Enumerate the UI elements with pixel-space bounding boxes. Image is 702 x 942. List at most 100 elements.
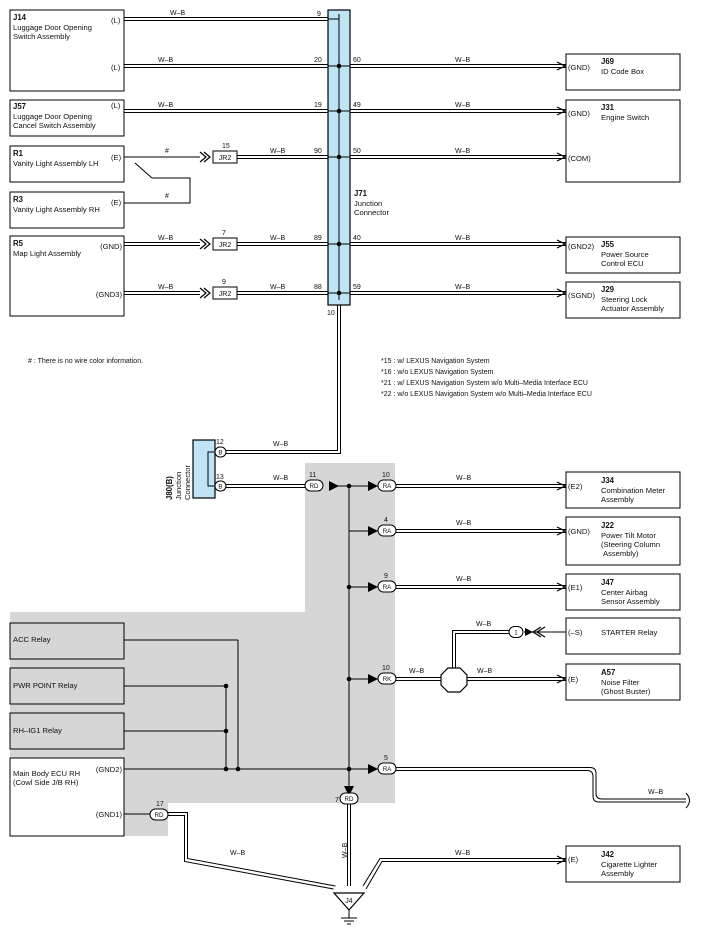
noise-filter-octagon: [440, 667, 468, 693]
j42-component: J42 Cigarette Lighter Assembly (E): [565, 845, 681, 883]
svg-text:RA: RA: [383, 766, 392, 773]
svg-text:Actuator Assembly: Actuator Assembly: [601, 304, 664, 313]
svg-text:R1: R1: [13, 149, 24, 158]
svg-text:Assembly): Assembly): [603, 549, 639, 558]
j22-component: J22 Power Tilt Motor (Steering Column As…: [565, 516, 681, 566]
svg-text:7: 7: [335, 797, 339, 804]
svg-text:J57: J57: [13, 102, 26, 111]
svg-text:Main Body ECU RH: Main Body ECU RH: [13, 769, 80, 778]
svg-text:40: 40: [353, 235, 361, 242]
svg-text:*22 : w/o LEXUS Navigation Sys: *22 : w/o LEXUS Navigation System w/o Mu…: [381, 391, 592, 398]
svg-text:RA: RA: [383, 483, 392, 490]
starter-relay: STARTER Relay (–S): [565, 617, 681, 655]
j80-connector: B B 12 13 J80(B) Junction Connector: [165, 439, 227, 500]
svg-text:W–B: W–B: [273, 441, 289, 448]
svg-text:W–B: W–B: [456, 576, 472, 583]
svg-text:(GND3): (GND3): [96, 290, 123, 299]
lower-wire-labels: W–B W–B W–B W–B W–B W–B W–B W–B W–B W–B: [230, 475, 664, 858]
r1-component: R1 Vanity Light Assembly LH (E): [9, 145, 125, 183]
svg-text:Junction: Junction: [354, 199, 382, 208]
svg-text:W–B: W–B: [158, 57, 174, 64]
svg-text:Assembly: Assembly: [601, 495, 634, 504]
svg-text:9: 9: [384, 573, 388, 580]
svg-text:89: 89: [314, 235, 322, 242]
svg-text:Sensor Assembly: Sensor Assembly: [601, 597, 660, 606]
j29-component: J29 Steering Lock Actuator Assembly (SGN…: [565, 281, 681, 319]
jr2-connector-1: JR2: [199, 150, 238, 164]
svg-text:W–B: W–B: [455, 284, 471, 291]
svg-text:(E): (E): [568, 675, 579, 684]
j47-component: J47 Center Airbag Sensor Assembly (E1): [565, 573, 681, 611]
svg-text:(–S): (–S): [568, 628, 583, 637]
notes-list: *15 : w/ LEXUS Navigation System *16 : w…: [381, 358, 592, 398]
r5-component: R5 Map Light Assembly (GND) (GND3): [9, 235, 125, 317]
svg-text:RD: RD: [345, 796, 354, 803]
svg-text:PWR POINT Relay: PWR POINT Relay: [13, 681, 78, 690]
svg-text:(E1): (E1): [568, 583, 583, 592]
svg-text:R5: R5: [13, 239, 24, 248]
svg-text:RK: RK: [383, 676, 392, 683]
svg-text:STARTER Relay: STARTER Relay: [601, 628, 657, 637]
svg-text:Connector: Connector: [354, 208, 390, 217]
svg-text:10: 10: [382, 472, 390, 479]
svg-text:*21 : w/ LEXUS Navigation Syst: *21 : w/ LEXUS Navigation System w/o Mul…: [381, 380, 588, 387]
svg-text:9: 9: [222, 279, 226, 286]
svg-text:J14: J14: [13, 13, 27, 22]
svg-text:W–B: W–B: [158, 284, 174, 291]
lower-right-wires: [396, 484, 690, 809]
svg-text:W–B: W–B: [230, 850, 246, 857]
svg-text:(E): (E): [111, 198, 122, 207]
grey-zone-pins: 11 10 4 9 10 5 7 17: [156, 472, 390, 808]
top-wire-labels: W–B W–B W–B W–B W–B W–B W–B W–B W–B W–B …: [158, 10, 471, 291]
svg-text:Switch Assembly: Switch Assembly: [13, 32, 70, 41]
svg-text:W–B: W–B: [273, 475, 289, 482]
svg-text:W–B: W–B: [158, 102, 174, 109]
svg-text:W–B: W–B: [158, 235, 174, 242]
note-hash: # : There is no wire color information.: [28, 358, 143, 365]
svg-text:RD: RD: [155, 812, 164, 819]
svg-text:A57: A57: [601, 668, 615, 677]
svg-text:J29: J29: [601, 285, 615, 294]
svg-text:W–B: W–B: [270, 235, 286, 242]
svg-text:1: 1: [514, 630, 518, 637]
svg-text:(GND): (GND): [100, 242, 122, 251]
svg-text:W–B: W–B: [270, 284, 286, 291]
svg-text:Combination Meter: Combination Meter: [601, 486, 666, 495]
j71-label: J71 Junction Connector: [354, 189, 390, 217]
svg-text:4: 4: [384, 517, 388, 524]
svg-text:W–B: W–B: [476, 621, 492, 628]
top-pin-numbers: 9 20 60 19 49 15 90 50 7 89 40 9 88 59 1…: [222, 11, 361, 317]
svg-text:Control ECU: Control ECU: [601, 259, 644, 268]
svg-text:60: 60: [353, 57, 361, 64]
svg-text:Junction: Junction: [174, 472, 183, 500]
jr2-connector-3: JR2: [199, 286, 238, 300]
svg-text:Vanity Light Assembly LH: Vanity Light Assembly LH: [13, 159, 99, 168]
svg-text:(Cowl Side J/B RH): (Cowl Side J/B RH): [13, 778, 79, 787]
svg-text:J42: J42: [601, 850, 615, 859]
svg-text:10: 10: [327, 310, 335, 317]
svg-text:17: 17: [156, 801, 164, 808]
svg-text:(GND1): (GND1): [96, 810, 123, 819]
ground-wires: [168, 804, 566, 890]
top-wires: [124, 17, 566, 295]
svg-text:W–B: W–B: [455, 850, 471, 857]
svg-text:W–B: W–B: [456, 475, 472, 482]
svg-text:(L): (L): [111, 16, 121, 25]
svg-text:12: 12: [216, 439, 224, 446]
svg-text:RD: RD: [310, 483, 319, 490]
svg-text:Luggage Door Opening: Luggage Door Opening: [13, 23, 92, 32]
svg-text:*15 : w/ LEXUS Navigation Syst: *15 : w/ LEXUS Navigation System: [381, 358, 490, 365]
svg-text:ID Code Box: ID Code Box: [601, 67, 644, 76]
svg-text:(COM): (COM): [568, 154, 591, 163]
svg-text:(GND): (GND): [568, 63, 590, 72]
svg-text:W–B: W–B: [455, 148, 471, 155]
svg-text:W–B: W–B: [170, 10, 186, 17]
svg-text:W–B: W–B: [455, 57, 471, 64]
svg-text:9: 9: [317, 11, 321, 18]
grey-zone-bus: [124, 485, 378, 790]
svg-text:Steering Lock: Steering Lock: [601, 295, 648, 304]
svg-text:W–B: W–B: [270, 148, 286, 155]
svg-text:Vanity Light Assembly RH: Vanity Light Assembly RH: [13, 205, 100, 214]
svg-text:B: B: [218, 450, 222, 457]
